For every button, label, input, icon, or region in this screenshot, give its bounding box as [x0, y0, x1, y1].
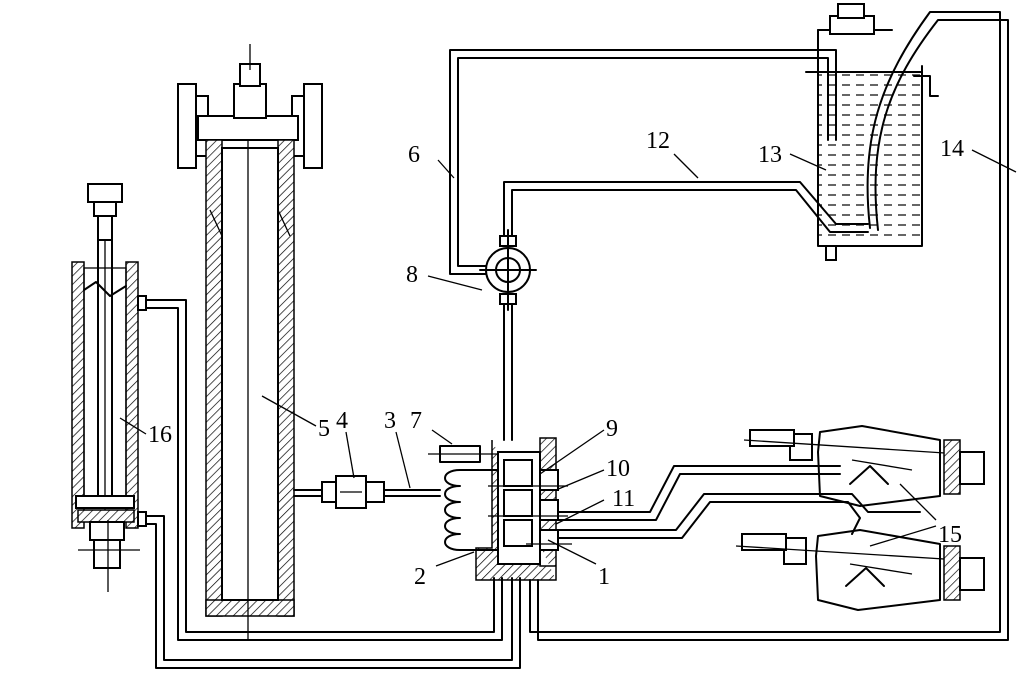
- valve-4: [321, 475, 385, 509]
- label-3: 3: [384, 408, 396, 434]
- label-2: 2: [414, 564, 426, 590]
- label-7: 7: [410, 408, 422, 434]
- valve-block: [428, 437, 572, 581]
- label-1: 1: [598, 564, 610, 590]
- label-8: 8: [406, 262, 418, 288]
- pipes: [145, 11, 1009, 669]
- cylinder-15-upper: [743, 425, 985, 507]
- label-5: 5: [318, 416, 330, 442]
- label-4: 4: [336, 408, 348, 434]
- label-11: 11: [612, 486, 635, 512]
- cylinder-15-lower: [735, 529, 985, 611]
- label-12: 12: [646, 128, 670, 154]
- valve-8: [479, 229, 537, 311]
- part-labels: 6 8 12 13 14 5 4 3 7 9 10 11 1 2 15 16: [148, 128, 964, 590]
- label-10: 10: [606, 456, 630, 482]
- label-16: 16: [148, 422, 172, 448]
- label-6: 6: [408, 142, 420, 168]
- cylinder-5: [177, 44, 323, 640]
- leader-lines: [119, 149, 1017, 567]
- label-15: 15: [938, 522, 962, 548]
- label-9: 9: [606, 416, 618, 442]
- label-13: 13: [758, 142, 782, 168]
- cylinder-16: [71, 183, 147, 592]
- label-14: 14: [940, 136, 964, 162]
